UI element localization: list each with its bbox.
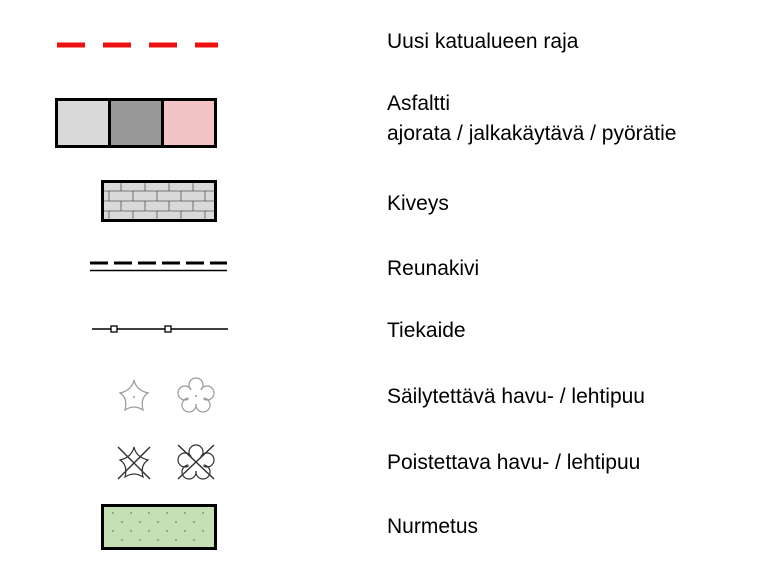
preserved-conifer-icon [118,379,150,412]
legend-label-text: Säilytettävä havu- / lehtipuu [387,385,645,408]
red-dashed-line-symbol [57,42,218,48]
brick-pattern-symbol [101,180,217,222]
legend-label-text: Asfaltti [387,92,451,115]
legend-label: Poistettava havu- / lehtipuu [387,448,640,478]
legend-label: Nurmetus [387,512,478,542]
curb-line-symbol [90,261,227,272]
guardrail-line-symbol [92,325,228,333]
legend-sublabel-text: ajorata / jalkakäytävä / pyörätie [387,122,677,145]
legend-label-text: Reunakivi [387,257,480,280]
legend-label-text: Poistettava havu- / lehtipuu [387,451,641,474]
legend-label: Säilytettävä havu- / lehtipuu [387,382,645,412]
legend-label: Reunakivi [387,254,479,284]
removed-conifer-icon [117,446,151,480]
legend-label: Asfaltti ajorata / jalkakäytävä / pyörät… [387,89,677,149]
legend-label-text: Uusi katualueen raja [387,30,579,53]
asphalt-swatch-symbol [55,98,217,148]
legend-label-text: Tiekaide [387,319,466,342]
removed-deciduous-icon [177,444,215,480]
legend-label-text: Nurmetus [387,515,479,538]
legend-label: Tiekaide [387,316,466,346]
legend-label-text: Kiveys [387,192,449,215]
legend-label: Kiveys [387,189,449,219]
preserved-deciduous-icon [177,377,215,413]
legend-label: Uusi katualueen raja [387,27,578,57]
lawn-swatch-symbol [101,504,217,550]
